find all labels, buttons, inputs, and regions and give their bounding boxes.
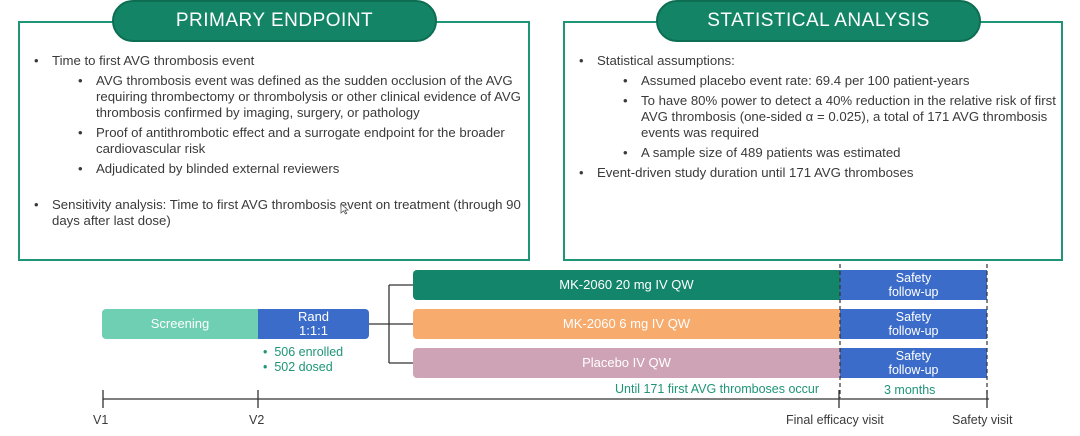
stats-sub-bullet: A sample size of 489 patients was estima… xyxy=(597,145,1059,161)
followup-label: follow-up xyxy=(888,324,939,338)
stats-sub-bullet: Assumed placebo event rate: 69.4 per 100… xyxy=(597,73,1059,89)
enrolled-count: • 506 enrolled xyxy=(263,345,344,359)
timeline-safety-visit-label: Safety visit xyxy=(952,413,1013,427)
arm-placebo: Placebo IV QW xyxy=(413,348,840,378)
followup-label: follow-up xyxy=(888,363,939,377)
screening-box: Screening xyxy=(102,309,258,339)
statistical-analysis-list: Statistical assumptions: Assumed placebo… xyxy=(575,53,1059,185)
stats-bullet-1-text: Statistical assumptions: xyxy=(597,53,735,68)
safety-label: Safety xyxy=(895,310,932,324)
safety-followup-3: Safety follow-up xyxy=(840,348,987,378)
primary-bullet-2: Sensitivity analysis: Time to first AVG … xyxy=(30,197,526,229)
safety-label: Safety xyxy=(895,349,932,363)
primary-endpoint-title: PRIMARY ENDPOINT xyxy=(112,0,437,42)
arm-connector xyxy=(369,284,413,364)
arm-mk2060-20mg: MK-2060 20 mg IV QW xyxy=(413,270,840,300)
randomization-ratio: 1:1:1 xyxy=(299,323,328,338)
followup-label: follow-up xyxy=(888,285,939,299)
primary-endpoint-list: Time to first AVG thrombosis event AVG t… xyxy=(30,53,526,233)
primary-sub-bullet: AVG thrombosis event was defined as the … xyxy=(52,73,526,121)
timeline-v2-label: V2 xyxy=(249,413,265,427)
primary-bullet-2-text: Sensitivity analysis: Time to first AVG … xyxy=(52,197,521,228)
stats-sub-bullet: To have 80% power to detect a 40% reduct… xyxy=(597,93,1059,141)
arm-mk2060-6mg: MK-2060 6 mg IV QW xyxy=(413,309,840,339)
timeline-v1-label: V1 xyxy=(93,413,109,427)
primary-endpoint-panel: Time to first AVG thrombosis event AVG t… xyxy=(18,21,530,261)
safety-followup-1: Safety follow-up xyxy=(840,270,987,300)
randomization-label: Rand xyxy=(297,309,330,324)
safety-label: Safety xyxy=(895,271,932,285)
randomization-box: Rand 1:1:1 xyxy=(258,309,369,339)
timeline-final-efficacy-label: Final efficacy visit xyxy=(786,413,884,427)
safety-followup-2: Safety follow-up xyxy=(840,309,987,339)
stats-bullet-2: Event-driven study duration until 171 AV… xyxy=(575,165,1059,181)
dosed-count: • 502 dosed xyxy=(263,360,333,374)
primary-bullet-1: Time to first AVG thrombosis event AVG t… xyxy=(30,53,526,177)
stats-bullet-2-text: Event-driven study duration until 171 AV… xyxy=(597,165,914,180)
primary-sub-bullet: Adjudicated by blinded external reviewer… xyxy=(52,161,526,177)
statistical-analysis-panel: Statistical assumptions: Assumed placebo… xyxy=(563,21,1063,261)
statistical-analysis-title: STATISTICAL ANALYSIS xyxy=(656,0,981,42)
safety-duration-text: 3 months xyxy=(884,383,936,397)
primary-sub-bullet: Proof of antithrombotic effect and a sur… xyxy=(52,125,526,157)
dashed-boundaries xyxy=(839,264,988,398)
mouse-cursor-icon xyxy=(340,203,350,215)
until-events-text: Until 171 first AVG thromboses occur xyxy=(615,382,820,396)
stats-bullet-1: Statistical assumptions: Assumed placebo… xyxy=(575,53,1059,161)
timeline-axis xyxy=(102,390,989,408)
primary-bullet-1-text: Time to first AVG thrombosis event xyxy=(52,53,255,68)
